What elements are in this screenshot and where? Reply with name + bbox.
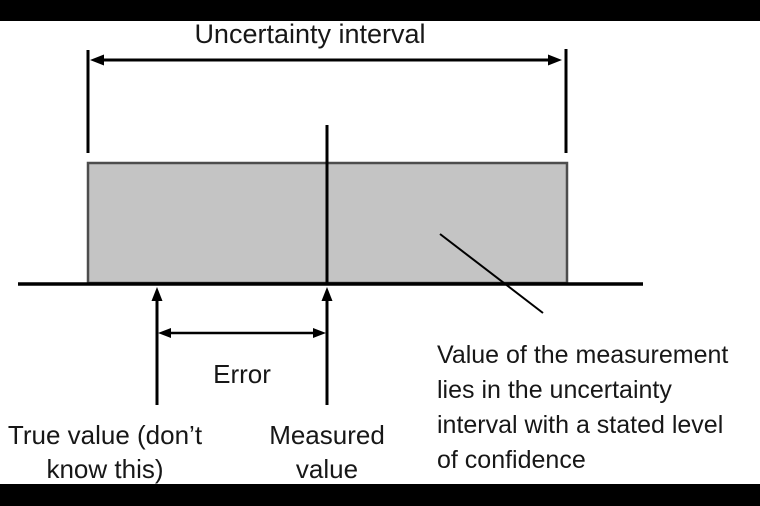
annotation-line4: of confidence: [437, 446, 586, 474]
error-arrow: [158, 328, 326, 338]
annotation-leader-line: [439, 233, 544, 314]
annotation-text: Value of the measurement lies in the unc…: [437, 341, 728, 474]
measured-value-label-line1: Measured: [269, 420, 385, 450]
true-value-label-line2: know this): [46, 454, 163, 484]
true-value-arrow: [151, 287, 163, 405]
true-value-label: True value (don’t know this): [8, 420, 203, 484]
annotation-line1: Value of the measurement: [437, 341, 728, 369]
measured-value-label-line2: value: [296, 454, 358, 484]
measured-value-arrow: [321, 287, 333, 405]
annotation-line2: lies in the uncertainty: [437, 376, 672, 404]
letterbox-bottom: [0, 484, 760, 506]
letterbox-top: [0, 0, 760, 21]
error-label: Error: [213, 359, 271, 389]
uncertainty-interval-label: Uncertainty interval: [194, 19, 425, 49]
uncertainty-interval-arrow: [90, 54, 562, 66]
annotation-line3: interval with a stated level: [437, 411, 723, 439]
true-value-label-line1: True value (don’t: [8, 420, 203, 450]
measured-value-label: Measured value: [269, 420, 385, 484]
